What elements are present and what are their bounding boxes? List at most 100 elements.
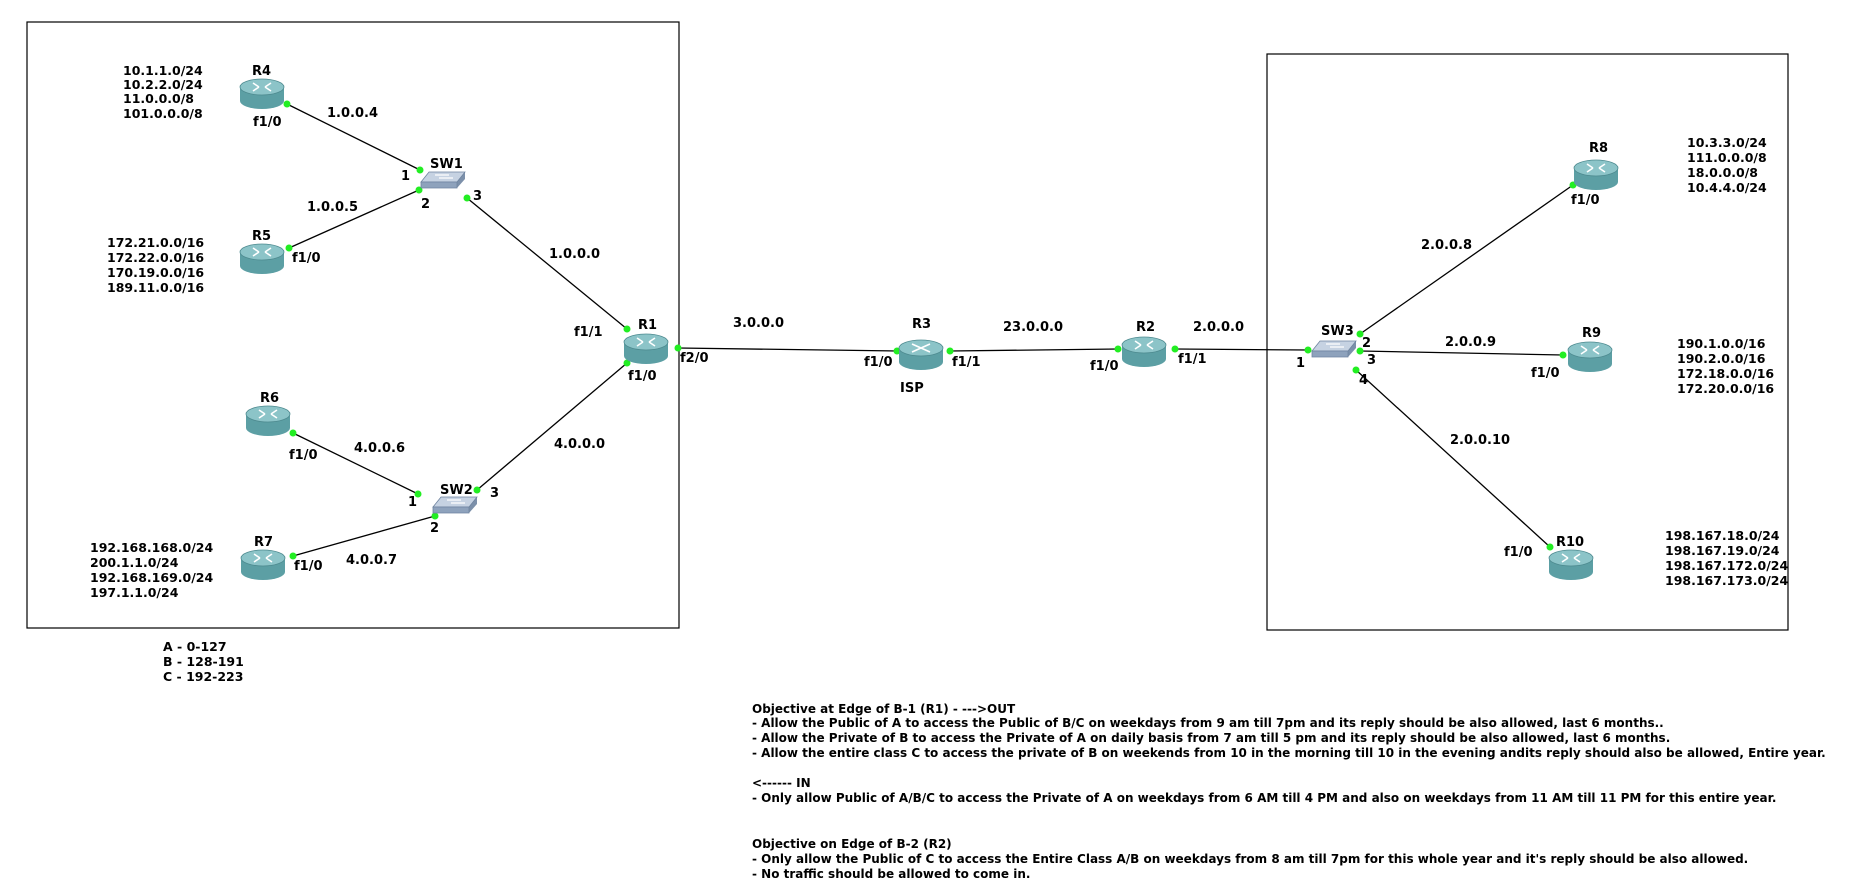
network-entry: 172.18.0.0/16	[1677, 366, 1774, 381]
router-icon	[623, 333, 669, 365]
switch-icon	[432, 496, 478, 514]
port-dots	[283, 100, 1577, 560]
network-entry: 111.0.0.0/8	[1687, 150, 1767, 165]
device-label-r5: R5	[252, 229, 271, 244]
objective-b1-title: Objective at Edge of B-1 (R1) - --->OUT	[752, 702, 1016, 716]
router-r7[interactable]	[240, 549, 286, 581]
port-label-r8-f10: f1/0	[1571, 193, 1600, 208]
link-label-sw3-r8: 2.0.0.8	[1421, 238, 1472, 253]
router-r1[interactable]	[623, 333, 669, 365]
objective-b1-in-item: - Only allow Public of A/B/C to access t…	[752, 791, 1776, 805]
link-label-sw3-r10: 2.0.0.10	[1450, 433, 1510, 448]
port-label-r3-f11: f1/1	[952, 355, 981, 370]
objectives-b2: Objective on Edge of B-2 (R2) - Only all…	[752, 837, 1748, 881]
networks-r4: 10.1.1.0/24 10.2.2.0/24 11.0.0.0/8 101.0…	[123, 63, 203, 121]
network-entry: 172.22.0.0/16	[107, 250, 204, 265]
network-entry: 198.167.18.0/24	[1665, 528, 1780, 543]
router-r5[interactable]	[239, 243, 285, 275]
port-label-r2-f10: f1/0	[1090, 359, 1119, 374]
port-label-r10-f10: f1/0	[1504, 545, 1533, 560]
link-label-sw2-r1: 4.0.0.0	[554, 437, 605, 452]
network-entry: 200.1.1.0/24	[90, 555, 179, 570]
router-icon	[245, 405, 291, 437]
port-label-r7-f10: f1/0	[294, 559, 323, 574]
class-entry: C - 192-223	[163, 669, 243, 684]
network-entry: 198.167.173.0/24	[1665, 573, 1788, 588]
switch-sw1[interactable]	[420, 171, 466, 189]
router-r4[interactable]	[239, 78, 285, 110]
link-sw2-r1[interactable]	[476, 362, 628, 491]
link-r5-sw1[interactable]	[288, 189, 420, 249]
port-label-r1-f11: f1/1	[574, 325, 603, 340]
area-b1-box	[26, 21, 680, 629]
device-label-sw2: SW2	[440, 483, 473, 498]
network-entry: 101.0.0.0/8	[123, 106, 203, 121]
link-sw3-r8[interactable]	[1359, 184, 1574, 335]
device-label-r1: R1	[638, 318, 657, 333]
router-r10[interactable]	[1548, 549, 1594, 581]
network-entry: 172.20.0.0/16	[1677, 381, 1774, 396]
networks-r8: 10.3.3.0/24 111.0.0.0/8 18.0.0.0/8 10.4.…	[1687, 135, 1767, 195]
network-entry: 198.167.19.0/24	[1665, 543, 1780, 558]
class-entry: B - 128-191	[163, 654, 244, 669]
switch-icon	[420, 171, 466, 189]
link-r3-r2[interactable]	[949, 348, 1119, 352]
networks-r9: 190.1.0.0/16 190.2.0.0/16 172.18.0.0/16 …	[1677, 336, 1774, 396]
link-r4-sw1[interactable]	[286, 103, 421, 171]
link-sw1-r1[interactable]	[466, 197, 628, 330]
link-label-r5-sw1: 1.0.0.5	[307, 200, 358, 215]
port-label-r2-f11: f1/1	[1178, 352, 1207, 367]
port-label-sw3-2: 2	[1362, 336, 1371, 351]
router-r3[interactable]	[898, 339, 944, 370]
link-label-r7-sw2: 4.0.0.7	[346, 553, 397, 568]
link-label-sw1-r1: 1.0.0.0	[549, 247, 600, 262]
link-label-r1-r3: 3.0.0.0	[733, 316, 784, 331]
link-r7-sw2[interactable]	[292, 515, 436, 557]
router-icon	[239, 78, 285, 110]
network-entry: 170.19.0.0/16	[107, 265, 204, 280]
router-r8[interactable]	[1573, 159, 1619, 191]
port-label-sw1-1: 1	[401, 169, 410, 184]
device-label-r3: R3	[912, 317, 931, 332]
class-entry: A - 0-127	[163, 639, 227, 654]
switch-sw2[interactable]	[432, 496, 478, 514]
router-r2[interactable]	[1121, 336, 1167, 368]
area-b2-box	[1266, 53, 1789, 631]
port-label-sw2-2: 2	[430, 521, 439, 536]
port-label-r3-f10: f1/0	[864, 355, 893, 370]
objective-b2-item: - Only allow the Public of C to access t…	[752, 852, 1748, 866]
link-label-r4-sw1: 1.0.0.4	[327, 106, 378, 121]
objective-b2-title: Objective on Edge of B-2 (R2)	[752, 837, 952, 851]
router-icon	[240, 549, 286, 581]
objective-b1-out-item: - Allow the entire class C to access the…	[752, 746, 1826, 760]
port-label-r6-f10: f1/0	[289, 448, 318, 463]
networks-r7: 192.168.168.0/24 200.1.1.0/24 192.168.16…	[90, 540, 213, 600]
link-sw3-r10[interactable]	[1355, 369, 1551, 548]
port-label-sw3-3: 3	[1367, 353, 1376, 368]
router-r6[interactable]	[245, 405, 291, 437]
device-label-r10: R10	[1556, 535, 1584, 550]
network-entry: 189.11.0.0/16	[107, 280, 204, 295]
network-entry: 10.1.1.0/24	[123, 63, 203, 78]
networks-r5: 172.21.0.0/16 172.22.0.0/16 170.19.0.0/1…	[107, 235, 204, 295]
link-r2-sw3[interactable]	[1174, 348, 1309, 351]
port-label-r4-f10: f1/0	[253, 115, 282, 130]
port-label-r1-f20: f2/0	[680, 351, 709, 366]
links	[286, 103, 1574, 557]
objective-b2-item: - No traffic should be allowed to come i…	[752, 867, 1030, 881]
router-icon	[1567, 341, 1613, 373]
network-entry: 190.1.0.0/16	[1677, 336, 1766, 351]
network-entry: 192.168.168.0/24	[90, 540, 213, 555]
link-r6-sw2[interactable]	[292, 432, 419, 495]
link-sw3-r9[interactable]	[1359, 350, 1564, 356]
network-entry: 10.4.4.0/24	[1687, 180, 1767, 195]
network-entry: 10.2.2.0/24	[123, 77, 203, 92]
router-r9[interactable]	[1567, 341, 1613, 373]
objective-b1-in-title: <------ IN	[752, 776, 811, 790]
port-label-r5-f10: f1/0	[292, 251, 321, 266]
isp-cross-icon	[911, 343, 931, 353]
switch-sw3[interactable]	[1311, 340, 1357, 358]
network-entry: 11.0.0.0/8	[123, 91, 194, 106]
network-entry: 172.21.0.0/16	[107, 235, 204, 250]
link-r1-r3[interactable]	[677, 347, 898, 352]
